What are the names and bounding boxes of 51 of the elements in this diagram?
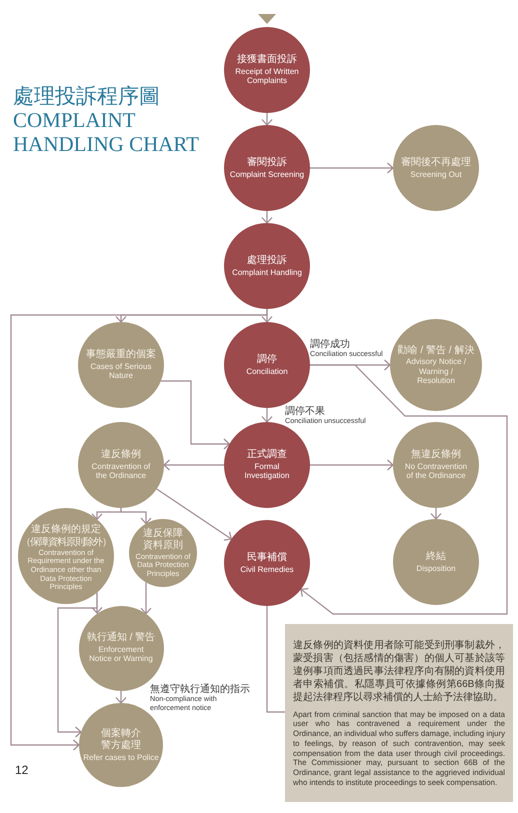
step-label: Disposition [415,564,457,573]
arrow [310,162,394,174]
arrow [261,113,273,126]
arrow [120,508,152,524]
arrow [300,364,508,615]
step-label: 處理投訴 [246,255,288,268]
note-paragraph: 違反條例的資料使用者除可能受到刑事制裁外，蒙受損害（包括感情的傷害）的個人可基於該等違例事項而透過民事法律程序向有關的資料使用者申索補償。私隱專員可依據條例第66B條向擬提起法律程序以尋求補償的人士給予法律協助。 [293,638,505,704]
step-label: Contravention of the Ordinance [90,462,152,481]
step-label: Civil Remedies [239,564,295,574]
chart-title: 處理投訴程序圖 COMPLAINT HANDLING CHART [13,84,200,156]
step-label: 違反條例的規定 [30,524,102,536]
arrow [115,690,127,704]
arrow [156,488,232,541]
step-label: 違反條例 [100,449,142,462]
step-label: Formal Investigation [244,462,290,481]
step-label: 調停 [256,354,278,366]
step-label: 終結 [425,551,447,564]
arrow [261,408,273,423]
step-label: 無違反條例 [410,449,462,462]
arrow [430,508,442,520]
step-label: 審閱後不再處理 [400,157,472,170]
step-label: Complaint Screening [228,170,306,179]
step-label: 民事補償 [246,552,288,564]
step-label: Conciliation [245,366,289,376]
step-label: 事態嚴重的個案 [85,349,157,362]
note-box [285,624,513,802]
step-label: 正式調查 [246,449,288,462]
step-label: （保障資料原則除外） [20,536,112,549]
step-label: Cases of Serious Nature [90,362,152,381]
step-label: Complaint Handling [231,268,303,277]
step-label: Receipt of Written Complaints [234,66,300,86]
step-label: 勸喻 / 警告 / 解決 [396,344,476,357]
step-label: 個案轉介警方處理 [100,728,142,753]
arrow [163,459,224,471]
arrow [10,308,268,751]
step-label: 接獲書面投訴 [236,54,298,67]
step-label: 審閱投訴 [246,157,288,170]
step-label: No Contravention of the Ordinance [404,462,468,481]
step-label: Refer cases to Police [82,752,160,762]
step-label: Enforcement Notice or Warning [88,644,154,664]
page-number: 12 [15,763,28,777]
connector-line [266,606,285,713]
step-label: 執行通知 / 警告 [86,632,156,645]
arrow [140,582,152,614]
arrow [261,211,273,224]
step-label: 違反保障資料原則 [142,528,184,553]
arrow [160,380,230,450]
arrow [310,459,394,471]
step-label: Screening Out [409,170,463,179]
step-label: Advisory Notice / Warning / Resolution [404,357,468,386]
arrow [57,592,98,738]
